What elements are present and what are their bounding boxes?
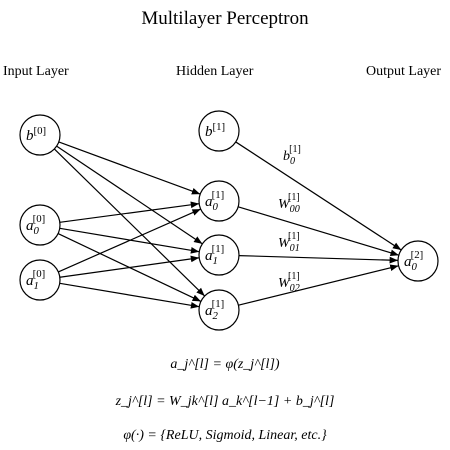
edge-a01-to-a02 (237, 206, 400, 257)
svg-text:b[0]: b[0] (26, 125, 46, 144)
edge-b0-to-a11 (56, 145, 203, 245)
svg-text:W02[1]: W02[1] (278, 271, 300, 294)
weight-label-wb: b0[1] (283, 144, 301, 167)
svg-text:a1[0]: a1[0] (26, 268, 45, 292)
edge-b0-to-a01 (58, 141, 201, 195)
svg-text:a1[1]: a1[1] (205, 243, 224, 267)
weight-label-w02: W02[1] (278, 271, 300, 294)
hidden-layer-label: Hidden Layer (176, 64, 254, 79)
hidden-node-1: a1[1] (198, 234, 240, 276)
equation-activation-functions: φ(·) = {ReLU, Sigmoid, Linear, etc.} (123, 428, 327, 443)
svg-text:W00[1]: W00[1] (278, 192, 300, 215)
edge-a00-to-a01 (59, 201, 200, 223)
edge-a10-to-a11 (59, 255, 200, 278)
svg-text:a2[1]: a2[1] (205, 298, 224, 322)
diagram-title: Multilayer Perceptron (141, 8, 309, 29)
svg-text:a0[2]: a0[2] (404, 249, 423, 273)
weight-label-w01: W01[1] (278, 231, 300, 254)
hidden-bias-node: b[1] (198, 110, 240, 152)
input-bias-node: b[0] (19, 114, 61, 156)
hidden-node-0: a0[1] (198, 180, 240, 222)
output-node-0: a0[2] (397, 240, 439, 282)
svg-text:b[1]: b[1] (205, 121, 225, 140)
edge-a10-to-a21 (59, 282, 200, 309)
input-node-0: a0[0] (19, 204, 61, 246)
equation-activation: a_j^[l] = φ(z_j^[l]) (170, 357, 280, 372)
edge-a10-to-a01 (58, 208, 201, 273)
svg-text:a0[1]: a0[1] (205, 189, 224, 213)
edge-a11-to-a02 (238, 255, 399, 264)
output-layer-label: Output Layer (366, 64, 442, 79)
edge-a21-to-a02 (238, 264, 399, 306)
weight-label-w00: W00[1] (278, 192, 300, 215)
input-node-1: a1[0] (19, 259, 61, 301)
input-layer-label: Input Layer (3, 64, 69, 79)
svg-text:W01[1]: W01[1] (278, 231, 300, 254)
edge-b1-to-a02 (235, 141, 402, 251)
edge-b0-to-a21 (53, 148, 206, 297)
hidden-node-2: a2[1] (198, 289, 240, 331)
svg-text:b0[1]: b0[1] (283, 144, 301, 167)
svg-text:a0[0]: a0[0] (26, 213, 45, 237)
equation-preactivation: z_j^[l] = W_jk^[l] a_k^[l−1] + b_j^[l] (115, 394, 335, 409)
